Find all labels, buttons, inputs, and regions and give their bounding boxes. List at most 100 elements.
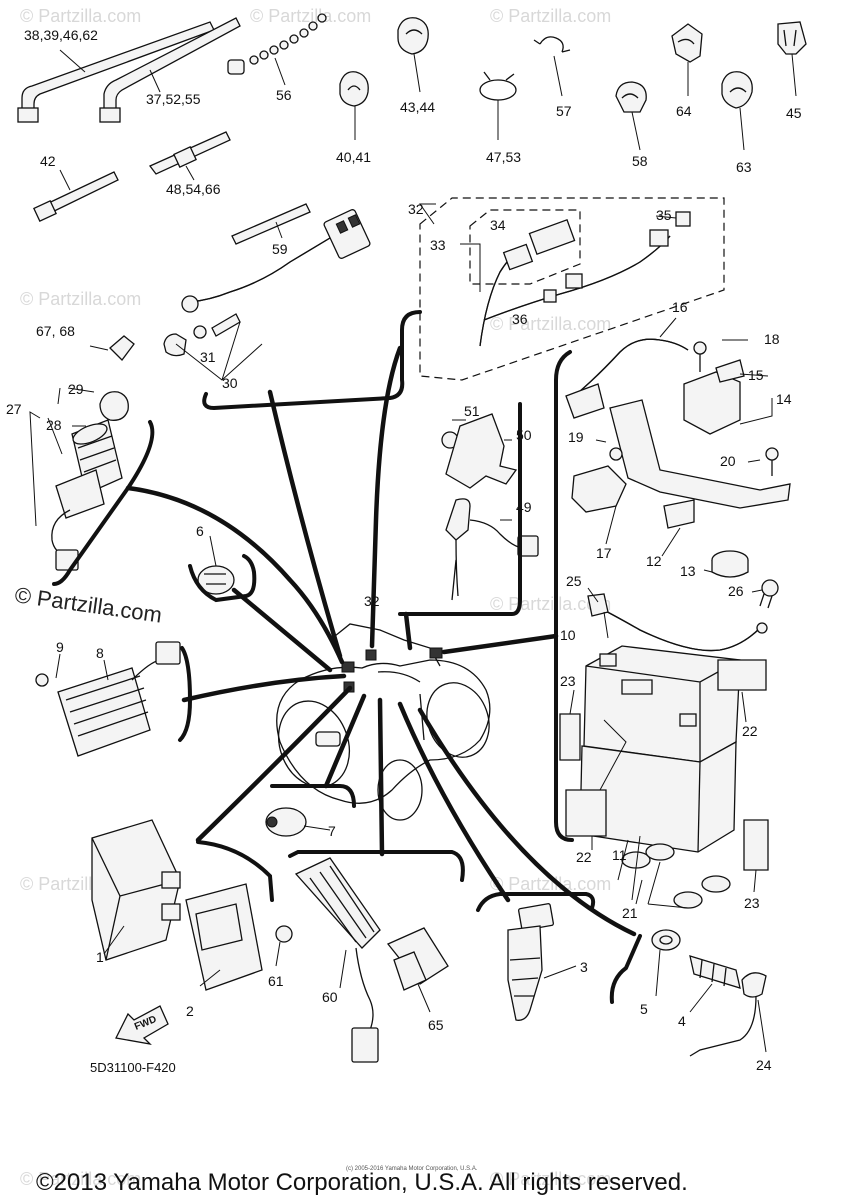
callout-label: 67, 68 — [36, 323, 75, 339]
callout-label: 29 — [68, 381, 84, 397]
fwd-arrow: FWD — [115, 1005, 169, 1045]
callout-label: 16 — [672, 299, 688, 315]
ignition-unit-60 — [275, 857, 449, 1063]
callout-label: 65 — [428, 1017, 444, 1033]
watermarks: © Partzilla.com © Partzilla.com © Partzi… — [20, 6, 611, 1189]
callout-label: 32 — [364, 593, 380, 609]
watermark-text: © Partzilla.com — [20, 289, 141, 309]
callout-label: 57 — [556, 103, 572, 119]
callout-label: 11 — [612, 847, 627, 863]
diagram-code: 5D31100-F420 — [90, 1060, 176, 1075]
fine-print: (c) 2005-2016 Yamaha Motor Corporation, … — [346, 1166, 478, 1172]
callout-label: 27 — [6, 401, 22, 417]
leader-wires — [125, 345, 637, 937]
callout-label: 8 — [96, 645, 104, 661]
spark-plug-4 — [651, 929, 767, 1057]
callout-label: 35 — [656, 207, 672, 223]
callout-label: 2 — [186, 1003, 194, 1019]
callout-label: 43,44 — [400, 99, 435, 115]
cable-tie-48 — [148, 131, 231, 181]
watermark-text: © Partzilla.com — [20, 6, 141, 26]
sensor-6 — [197, 535, 235, 595]
main-switch-27 — [29, 335, 135, 571]
ecu-unit-2 — [185, 883, 263, 991]
callout-label: 50 — [516, 427, 532, 443]
rectifier-regulator-8 — [35, 641, 181, 757]
callout-label: 51 — [464, 403, 480, 419]
battery-cable-10 — [587, 579, 779, 652]
callout-label: 49 — [516, 499, 532, 515]
callout-label: 15 — [748, 367, 764, 383]
callout-label: 64 — [676, 103, 692, 119]
callout-label: 47,53 — [486, 149, 521, 165]
callout-label: 28 — [46, 417, 62, 433]
callout-label: 38,39,46,62 — [24, 27, 98, 43]
clamp-58 — [615, 81, 647, 151]
watermark-text: © Partzilla.com — [490, 6, 611, 26]
callout-label: 6 — [196, 523, 204, 539]
callout-label: 4 — [678, 1013, 686, 1029]
bracket-50 — [441, 413, 539, 601]
bead-strap-56 — [227, 13, 327, 86]
watermark-text: © Partzilla.com — [20, 1169, 141, 1189]
sub-harness-32 — [419, 197, 725, 381]
watermark-text: © Partzilla.com — [490, 1169, 611, 1189]
callout-label: 63 — [736, 159, 752, 175]
watermark-text: © Partzilla.com — [490, 314, 611, 334]
grommet-43 — [397, 17, 429, 93]
callout-label: 14 — [776, 391, 792, 407]
callout-label: 25 — [566, 573, 582, 589]
callout-label: 24 — [756, 1057, 772, 1073]
callout-label: 12 — [646, 553, 662, 569]
callout-label: 9 — [56, 639, 64, 655]
watermark-text: © Partzilla.com — [490, 874, 611, 894]
copyright-notice: ©2013 Yamaha Motor Corporation, U.S.A. A… — [36, 1169, 688, 1196]
callout-label: 58 — [632, 153, 648, 169]
callout-label: 34 — [490, 217, 506, 233]
callout-label: 30 — [222, 375, 238, 391]
callout-label: 10 — [560, 627, 576, 643]
band-57 — [533, 36, 571, 97]
band-47 — [479, 71, 517, 140]
sensor-7 — [265, 807, 331, 837]
callout-label: 59 — [272, 241, 288, 257]
callout-label: 20 — [720, 453, 736, 469]
ecu-unit-1 — [91, 819, 181, 961]
callout-label: 60 — [322, 989, 338, 1005]
callout-label: 45 — [786, 105, 802, 121]
callout-label: 61 — [268, 973, 284, 989]
callout-label: 37,52,55 — [146, 91, 201, 107]
callout-label: 48,54,66 — [166, 181, 221, 197]
callout-label: 31 — [200, 349, 216, 365]
callout-label: 22 — [742, 723, 758, 739]
callout-label: 56 — [276, 87, 292, 103]
clamp-64 — [671, 23, 703, 96]
callout-label: 32 — [408, 201, 424, 217]
cable-tie-59 — [231, 203, 311, 245]
group-brackets — [52, 310, 642, 1004]
callout-label: 1 — [96, 949, 104, 965]
ignition-coil-3 — [507, 903, 577, 1021]
partzilla-brand-mark: © Partzilla.com — [13, 582, 163, 627]
callout-label: 36 — [512, 311, 528, 327]
cable-tie-42 — [33, 169, 119, 223]
callout-label: 5 — [640, 1001, 648, 1017]
clip-40 — [339, 71, 369, 140]
callout-label: 19 — [568, 429, 584, 445]
battery-11 — [559, 645, 769, 909]
clip-45 — [777, 21, 807, 97]
callout-label: 17 — [596, 545, 612, 561]
callout-label: 7 — [328, 823, 336, 839]
callout-label: 23 — [744, 895, 760, 911]
watermark-text: © Partzilla.com — [250, 6, 371, 26]
callout-label: 23 — [560, 673, 576, 689]
callout-label: 13 — [680, 563, 696, 579]
callout-label: 21 — [622, 905, 638, 921]
callout-label: 18 — [764, 331, 780, 347]
callout-label: 3 — [580, 959, 588, 975]
relay-assembly-14 — [565, 317, 791, 578]
clamp-63 — [721, 71, 753, 151]
cable-tie-37 — [99, 17, 241, 123]
callout-labels: 38,39,46,62 37,52,55 56 40,41 43,44 47,5… — [6, 27, 802, 1073]
